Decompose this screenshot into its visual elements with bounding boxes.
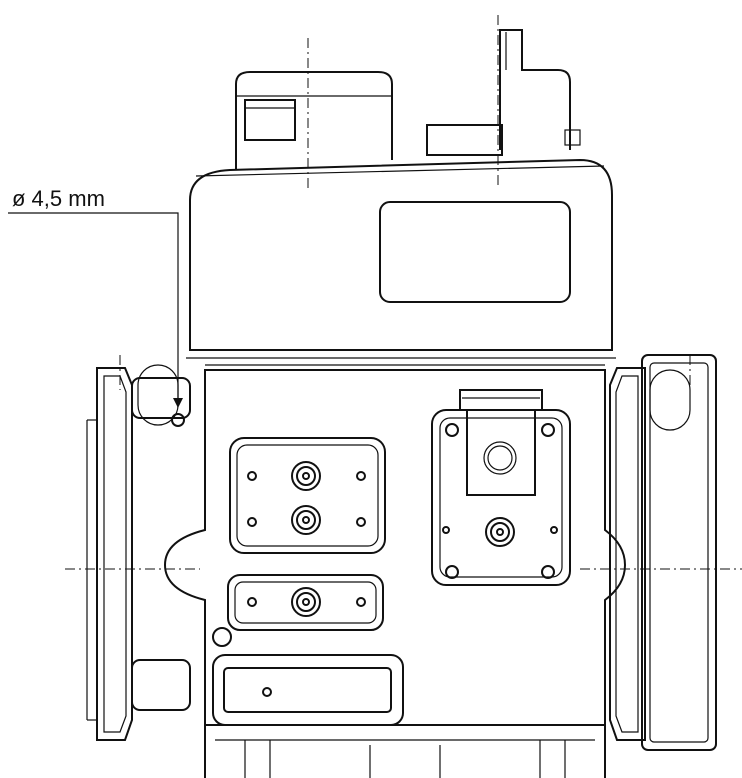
bottom-feet [204,725,606,778]
name-plate [212,654,404,726]
actuator-housing [186,158,616,359]
small-bore [212,627,232,647]
right-flange [609,354,717,751]
solenoid-module [431,389,571,586]
secondary-test-plate [227,574,384,631]
top-right-connector [426,29,581,156]
mounting-hole [171,413,185,427]
left-flange [86,364,191,741]
hole-diameter-label: ø 4,5 mm [12,186,105,211]
top-left-cap [235,71,393,170]
pressure-test-plate [229,437,386,554]
centerlines [65,15,742,570]
